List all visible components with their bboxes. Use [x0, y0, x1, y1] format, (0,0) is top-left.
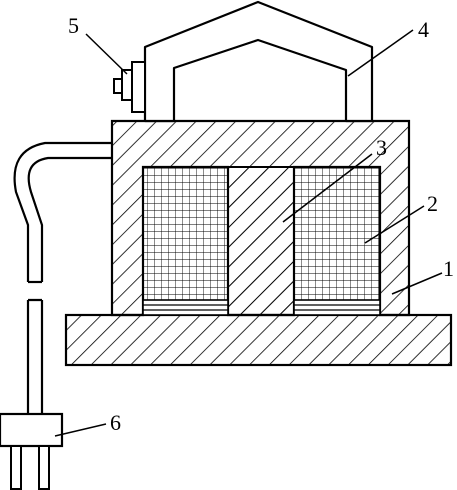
central-core: [227, 166, 295, 316]
label-2: 2: [427, 191, 438, 216]
base-plate: [64, 313, 453, 367]
leader-6: [54, 423, 107, 437]
coil-left: [142, 166, 229, 306]
label-4: 4: [418, 17, 429, 42]
coil-right-base: [293, 299, 381, 316]
cable-lower: [26, 298, 44, 415]
cable-upper: [13, 141, 112, 282]
plug: [0, 412, 64, 490]
leader-1: [391, 272, 443, 295]
leader-2: [364, 205, 425, 244]
label-1: 1: [443, 256, 454, 281]
coil-left-base: [142, 299, 229, 316]
switch: [113, 61, 146, 113]
leader-3: [282, 153, 373, 223]
leader-4: [347, 29, 414, 77]
label-3: 3: [376, 135, 387, 160]
label-5: 5: [68, 13, 79, 38]
label-6: 6: [110, 410, 121, 435]
handle: [143, 0, 374, 123]
leader-5: [85, 33, 128, 75]
coil-right: [293, 166, 381, 306]
